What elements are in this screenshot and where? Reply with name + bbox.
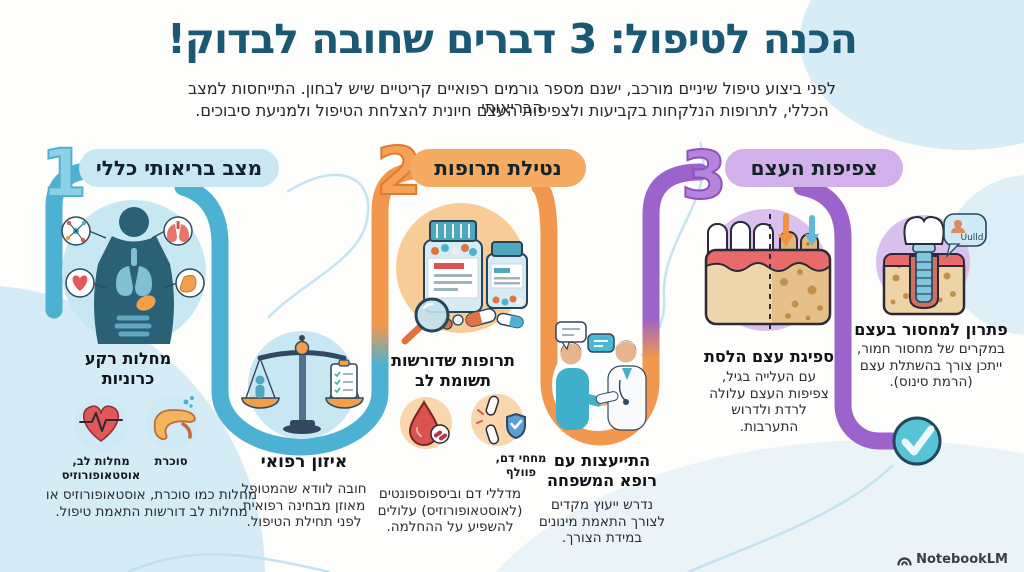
jawbone-illustration <box>704 209 832 331</box>
pill-bottle-small-icon <box>486 241 528 309</box>
cells-mini-icon <box>65 220 87 243</box>
svg-text:Uulld: Uulld <box>960 233 983 243</box>
step1-item2-text: חובה לוודא שהמטופל מאוזן מבחינה רפואית ל… <box>241 481 367 531</box>
medical-balance-scales-illustration <box>241 331 364 439</box>
person-on-scale-icon <box>255 375 265 398</box>
step-3-header-badge: צפיפות העצם <box>725 149 903 187</box>
lungs-mini-icon <box>167 221 189 242</box>
step2-item2-text: נדרש ייעוץ מקדים לצורך התאמת מינונים במי… <box>538 497 666 547</box>
bone-speckles <box>780 265 825 321</box>
checkmark-icon <box>892 416 942 466</box>
implant-screw-icon <box>912 243 936 303</box>
step2-icon2-label: מחחי דם, פוולף <box>495 451 547 479</box>
diabetes-pancreas-icon <box>146 396 198 448</box>
notebooklm-label: NotebookLM <box>916 552 1008 567</box>
orange-arrow-down-icon <box>778 213 794 247</box>
subtitle-line-2: הכללי, לתרופות הנלקחות בקביעות ולצפיפות … <box>195 101 829 120</box>
capsule-pills-icon <box>441 308 524 330</box>
path-step1-loop <box>174 178 389 456</box>
tooth-crown-icon <box>903 216 945 245</box>
page-title: הכנה לטיפול: 3 דברים שחובה לבדוק! <box>167 15 858 63</box>
magnifier-icon <box>401 297 450 345</box>
consultation-bubble-icon: Uulld <box>943 213 987 259</box>
step3-item1-text: עם העלייה בגיל, צפיפות העצם עלולה לרדת ו… <box>709 369 829 436</box>
blue-arrow-down-icon <box>805 215 819 246</box>
step-2-header-badge: נטילת תרופות <box>410 149 586 187</box>
step2-item2-title: התייעצות עם רופא המשפחה <box>546 451 658 490</box>
doctor-consultation-illustration <box>552 321 647 431</box>
step1-icon1-label: מחלות לב, אוסטאופורוזיס <box>61 454 141 482</box>
step1-icon2-label: סוכרת <box>154 454 188 468</box>
notebooklm-branding: NotebookLM <box>897 552 1008 567</box>
step-3-number: 3 <box>680 137 728 214</box>
heart-disease-icon <box>74 397 128 451</box>
notebooklm-logo-icon <box>897 557 912 566</box>
blood-drop-icon <box>400 397 452 449</box>
step2-item1-text: מדללי דם וביספוספונטים (לאוסטאופורוזיס) … <box>377 486 523 536</box>
doctor-figure <box>595 340 647 431</box>
human-body-illustration <box>61 200 206 344</box>
step-1-header-badge: מצב בריאותי כללי <box>79 149 279 187</box>
joint-shield-icon <box>471 394 526 446</box>
step1-item2-title: איזון רפואי <box>260 452 348 472</box>
path-transition-2-3 <box>642 163 709 363</box>
speech-bubbles-icon <box>555 321 615 353</box>
step1-item1-text: מחלות כמו סוכרת, אוסטאופורוזיס או מחלות … <box>45 487 258 520</box>
step3-item1-title: ספיגת עצם הלסת <box>703 347 835 366</box>
subtitle-line-1: לפני ביצוע טיפול שיניים מורכב, ישנם מספר… <box>187 79 837 117</box>
step1-item1-title: מחלות רקע כרוניות <box>84 349 172 388</box>
checklist-clipboard-icon <box>330 359 358 399</box>
step2-item1-title: תרופות שדורשות תשומת לב <box>391 351 515 390</box>
stomach-mini-icon <box>179 274 197 293</box>
step3-item2-text: במקרים של מחסור חמור, ייתכן צורך בהשתלת … <box>857 341 1005 391</box>
step3-item2-title: פתרון למחסור בעצם <box>854 320 1008 339</box>
dental-implant-illustration: Uulld <box>876 213 987 316</box>
pill-bottle-large-icon <box>423 220 483 313</box>
medications-illustration <box>396 203 528 345</box>
path-step3-end <box>793 178 903 450</box>
heart-mini-icon <box>72 275 88 291</box>
